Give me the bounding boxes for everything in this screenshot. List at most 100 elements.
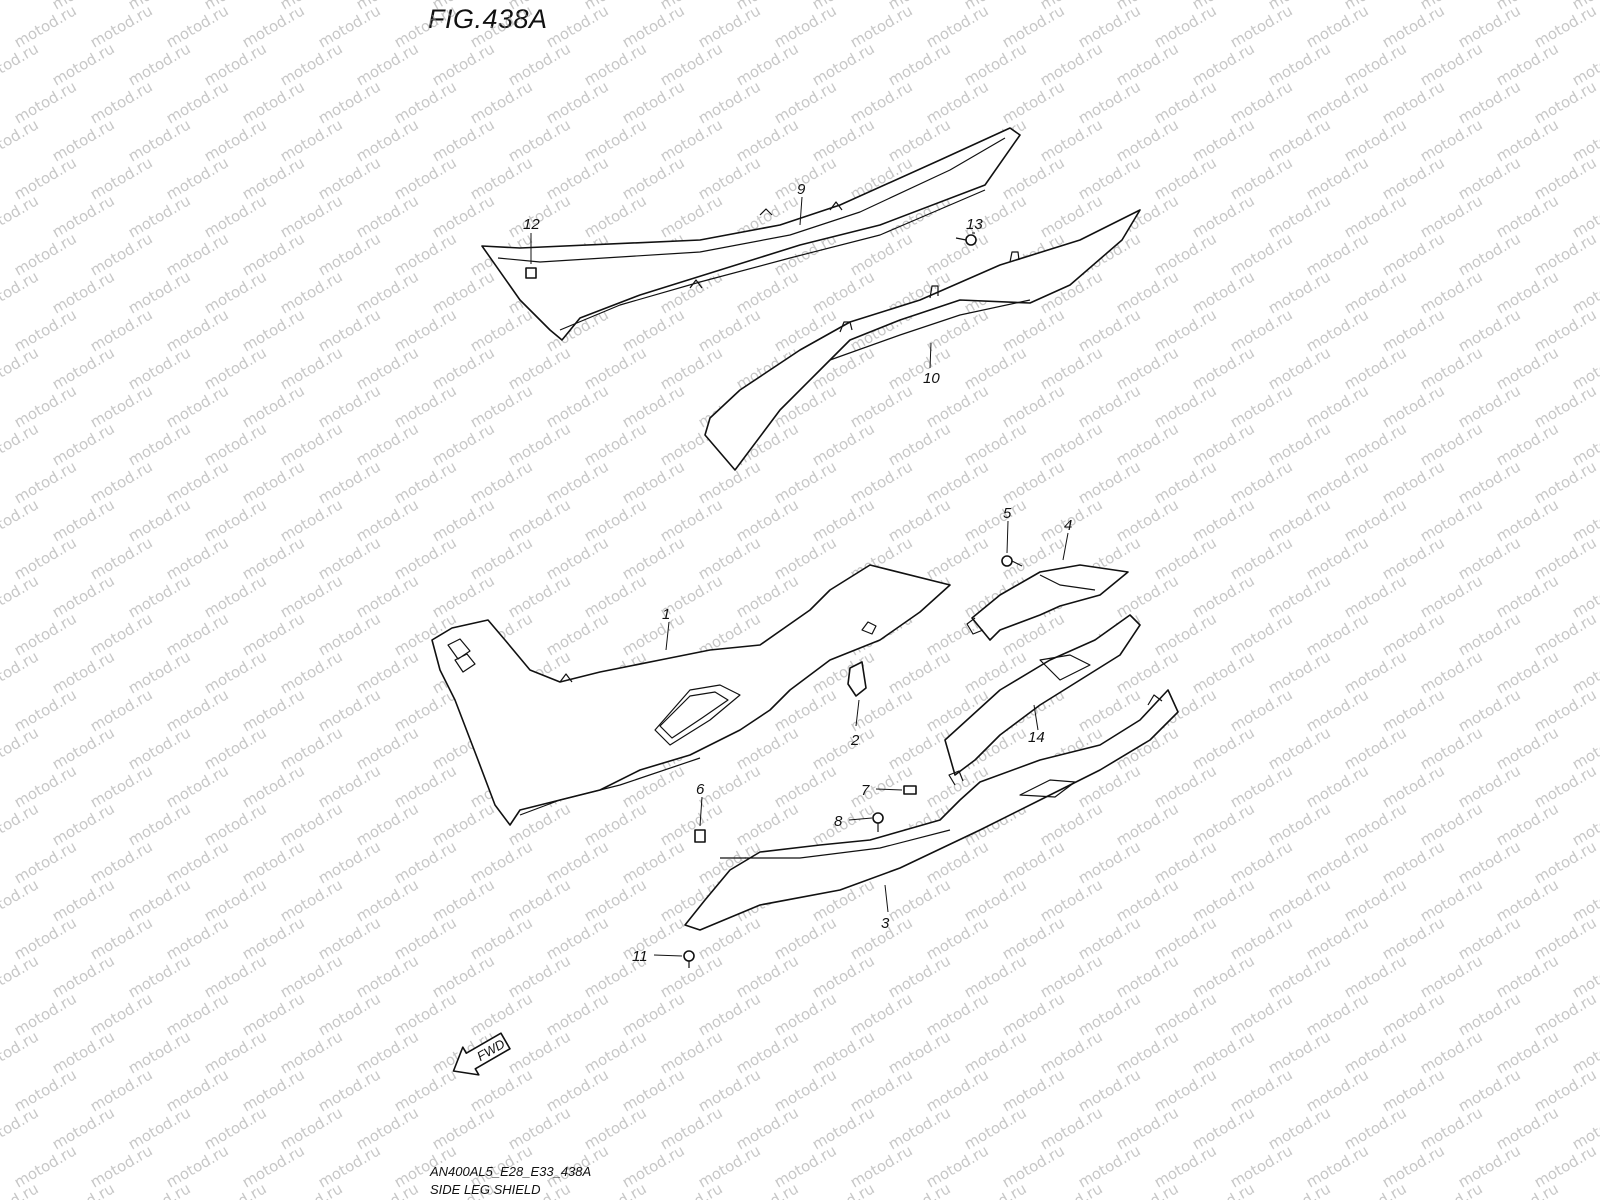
- watermark-text: motod.ru: [11, 229, 80, 279]
- watermark-text: motod.ru: [505, 571, 574, 621]
- watermark-text: motod.ru: [1417, 343, 1486, 393]
- watermark-text: motod.ru: [239, 229, 308, 279]
- watermark-text: motod.ru: [771, 1141, 840, 1191]
- watermark-text: motod.ru: [1417, 799, 1486, 849]
- watermark-text: motod.ru: [11, 989, 80, 1039]
- watermark-text: motod.ru: [1493, 875, 1562, 925]
- watermark-text: motod.ru: [581, 495, 650, 545]
- watermark-text: motod.ru: [1265, 571, 1334, 621]
- watermark-text: motod.ru: [1303, 457, 1372, 507]
- fastener-13-screw: [955, 234, 977, 246]
- watermark-text: motod.ru: [1189, 343, 1258, 393]
- watermark-text: motod.ru: [1265, 1103, 1334, 1153]
- watermark-text: motod.ru: [0, 875, 42, 925]
- watermark-text: motod.ru: [201, 647, 270, 697]
- watermark-text: motod.ru: [49, 875, 118, 925]
- fastener-6-clip: [694, 829, 706, 843]
- watermark-text: motod.ru: [1075, 1, 1144, 51]
- watermark-text: motod.ru: [1227, 1, 1296, 51]
- watermark-text: motod.ru: [1303, 913, 1372, 963]
- watermark-text: motod.ru: [543, 609, 612, 659]
- watermark-text: motod.ru: [163, 305, 232, 355]
- watermark-text: motod.ru: [0, 951, 42, 1001]
- watermark-text: motod.ru: [733, 723, 802, 773]
- watermark-text: motod.ru: [87, 761, 156, 811]
- watermark-text: motod.ru: [353, 951, 422, 1001]
- watermark-text: motod.ru: [1075, 1141, 1144, 1191]
- fastener-5-screw: [1001, 555, 1023, 567]
- watermark-text: motod.ru: [1379, 381, 1448, 431]
- watermark-text: motod.ru: [1341, 419, 1410, 469]
- figure-code: AN400AL5_E28_E33_438A: [430, 1164, 592, 1179]
- watermark-text: motod.ru: [49, 495, 118, 545]
- watermark-text: motod.ru: [391, 685, 460, 735]
- watermark-text: motod.ru: [581, 571, 650, 621]
- watermark-text: motod.ru: [315, 305, 384, 355]
- watermark-text: motod.ru: [695, 457, 764, 507]
- watermark-text: motod.ru: [391, 153, 460, 203]
- watermark-text: motod.ru: [581, 1179, 650, 1200]
- watermark-text: motod.ru: [733, 1179, 802, 1200]
- watermark-text: motod.ru: [1303, 1141, 1372, 1191]
- watermark-text: motod.ru: [619, 305, 688, 355]
- watermark-text: motod.ru: [163, 153, 232, 203]
- watermark-text: motod.ru: [353, 267, 422, 317]
- watermark-text: motod.ru: [429, 875, 498, 925]
- watermark-text: motod.ru: [619, 837, 688, 887]
- watermark-text: motod.ru: [809, 419, 878, 469]
- watermark-text: motod.ru: [201, 419, 270, 469]
- watermark-text: motod.ru: [999, 1141, 1068, 1191]
- watermark-text: motod.ru: [999, 153, 1068, 203]
- watermark-text: motod.ru: [201, 1103, 270, 1153]
- svg-text:2: 2: [850, 732, 860, 749]
- watermark-text: motod.ru: [1189, 951, 1258, 1001]
- svg-text:12: 12: [523, 216, 540, 233]
- watermark-text: motod.ru: [543, 1065, 612, 1115]
- watermark-text: motod.ru: [1303, 77, 1372, 127]
- watermark-text: motod.ru: [1151, 989, 1220, 1039]
- watermark-text: motod.ru: [467, 77, 536, 127]
- watermark-text: motod.ru: [163, 1141, 232, 1191]
- watermark-text: motod.ru: [1227, 229, 1296, 279]
- part-9-frame-cover: [481, 127, 1021, 341]
- watermark-text: motod.ru: [695, 1, 764, 51]
- watermark-text: motod.ru: [1189, 1179, 1258, 1200]
- watermark-text: motod.ru: [1493, 419, 1562, 469]
- watermark-text: motod.ru: [163, 229, 232, 279]
- watermark-text: motod.ru: [657, 1103, 726, 1153]
- watermark-text: motod.ru: [1113, 799, 1182, 849]
- watermark-text: motod.ru: [277, 647, 346, 697]
- watermark-text: motod.ru: [1189, 39, 1258, 89]
- watermark-text: motod.ru: [733, 267, 802, 317]
- watermark-text: motod.ru: [999, 837, 1068, 887]
- watermark-text: motod.ru: [619, 153, 688, 203]
- watermark-text: motod.ru: [847, 1141, 916, 1191]
- watermark-text: motod.ru: [1303, 761, 1372, 811]
- watermark-text: motod.ru: [809, 115, 878, 165]
- watermark-text: motod.ru: [543, 77, 612, 127]
- watermark-text: motod.ru: [1417, 115, 1486, 165]
- watermark-text: motod.ru: [923, 989, 992, 1039]
- watermark-text: motod.ru: [429, 191, 498, 241]
- watermark-text: motod.ru: [543, 153, 612, 203]
- watermark-text: motod.ru: [619, 533, 688, 583]
- watermark-text: motod.ru: [353, 571, 422, 621]
- watermark-text: motod.ru: [1227, 761, 1296, 811]
- watermark-text: motod.ru: [1379, 609, 1448, 659]
- watermark-text: motod.ru: [1379, 229, 1448, 279]
- watermark-text: motod.ru: [429, 115, 498, 165]
- watermark-text: motod.ru: [1417, 1027, 1486, 1077]
- watermark-text: motod.ru: [999, 457, 1068, 507]
- watermark-text: motod.ru: [49, 115, 118, 165]
- watermark-text: motod.ru: [1151, 77, 1220, 127]
- watermark-text: motod.ru: [1303, 1065, 1372, 1115]
- watermark-text: motod.ru: [1151, 1065, 1220, 1115]
- watermark-text: motod.ru: [771, 77, 840, 127]
- watermark-text: motod.ru: [239, 77, 308, 127]
- watermark-text: motod.ru: [201, 875, 270, 925]
- watermark-text: motod.ru: [125, 647, 194, 697]
- watermark-text: motod.ru: [923, 1, 992, 51]
- watermark-text: motod.ru: [961, 1027, 1030, 1077]
- watermark-text: motod.ru: [277, 191, 346, 241]
- watermark-text: motod.ru: [1417, 267, 1486, 317]
